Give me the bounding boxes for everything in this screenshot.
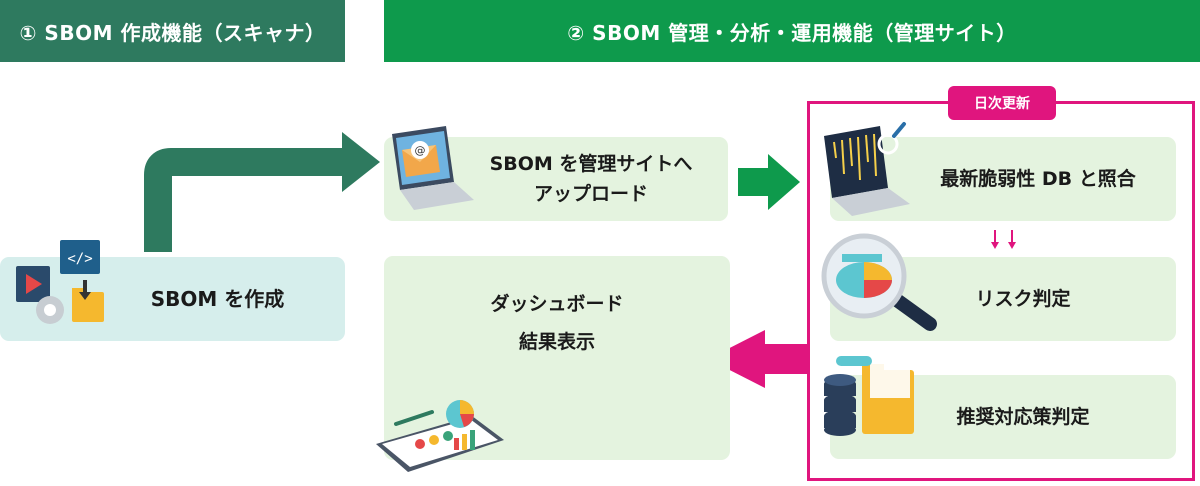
down-arrow-2-head (1008, 242, 1016, 249)
node-dashboard-label: ダッシュボード 結果表示 (490, 293, 624, 353)
laptop-email-icon: @ (392, 126, 474, 210)
magnifier-pie-chart-icon (821, 233, 937, 331)
header-management-site: ② SBOM 管理・分析・運用機能（管理サイト） (384, 0, 1200, 62)
arrow-panel-to-dashboard (762, 344, 808, 374)
header-management-site-label: ② SBOM 管理・分析・運用機能（管理サイト） (567, 20, 1017, 45)
header-scanner: ① SBOM 作成機能（スキャナ） (0, 0, 345, 62)
arrow-upload-to-match-head (768, 154, 800, 210)
node-create-sbom: SBOM を作成 (0, 257, 345, 341)
node-vuln-db-match-label: 最新脆弱性 DB と照合 (940, 167, 1136, 190)
svg-text:@: @ (415, 144, 426, 157)
node-create-sbom-label: SBOM を作成 (150, 287, 285, 311)
arrow-upload-to-match (738, 168, 770, 196)
code-gear-folder-icon: </> (16, 240, 104, 324)
arrow-create-to-upload-head (342, 132, 380, 192)
header-scanner-label: ① SBOM 作成機能（スキャナ） (19, 20, 326, 45)
database-folder-icon (824, 356, 914, 436)
tablet-chart-icon (376, 400, 504, 472)
down-arrow-1-head (991, 242, 999, 249)
node-countermeasure-label: 推奨対応策判定 (956, 405, 1090, 428)
arrow-panel-to-dashboard-head (708, 330, 765, 388)
laptop-code-icon (824, 122, 910, 216)
node-risk-label: リスク判定 (975, 287, 1071, 310)
daily-update-badge-label: 日次更新 (974, 96, 1030, 112)
svg-text:</>: </> (67, 251, 92, 267)
arrow-create-to-upload (144, 148, 345, 252)
daily-update-badge: 日次更新 (948, 86, 1056, 120)
node-upload-label: SBOM を管理サイトへ アップロード (489, 152, 693, 205)
